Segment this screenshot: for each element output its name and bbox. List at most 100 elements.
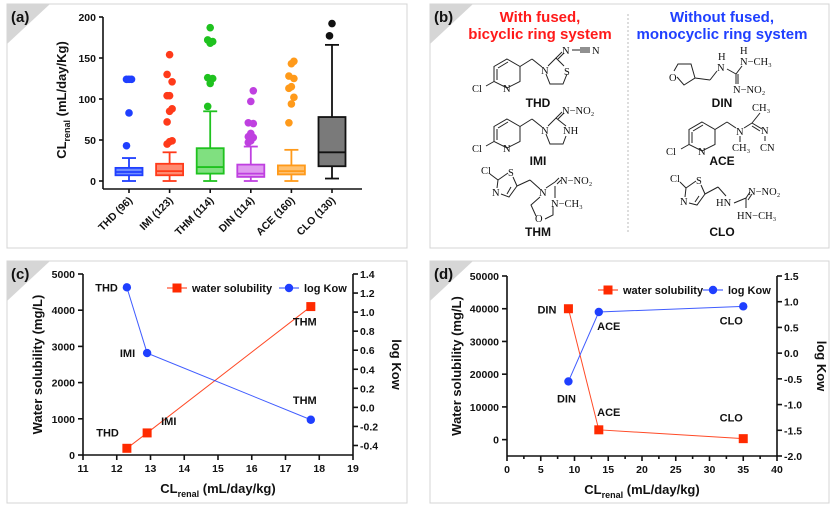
panel-b-frame xyxy=(429,3,830,249)
x-axis-label-main: CL xyxy=(584,482,601,497)
compound-name: THM xyxy=(525,225,551,239)
x-tick-label: 15 xyxy=(602,464,614,476)
outlier-point xyxy=(168,77,176,86)
atom: N xyxy=(503,84,511,95)
x-axis-label: CLrenal (mL/day/kg) xyxy=(584,482,699,500)
point-label: THM xyxy=(293,317,317,329)
x-tick-label: 25 xyxy=(670,464,682,476)
x-tick-label: 11 xyxy=(77,463,88,475)
atom: N xyxy=(492,188,500,199)
y2-axis-label: log Kow xyxy=(389,339,404,390)
x-tick-label: 20 xyxy=(636,464,648,476)
point-label: THD xyxy=(95,282,118,294)
x-tick-label: 0 xyxy=(504,464,510,476)
point-label: IMI xyxy=(161,416,176,428)
atom: N−NO₂ xyxy=(733,85,766,96)
panel-d-frame xyxy=(429,260,830,504)
panel-d-corner xyxy=(430,261,473,301)
y2-tick-label: 0.0 xyxy=(784,348,799,360)
atom: CH₃ xyxy=(732,143,751,154)
data-point-square xyxy=(306,302,316,312)
y2-tick-label: 1.2 xyxy=(360,288,375,300)
point-label: THD xyxy=(96,427,119,439)
x-tick-label: 40 xyxy=(771,464,783,476)
legend-label: water solubility xyxy=(622,285,704,297)
atom: N−NO₂ xyxy=(748,187,781,198)
panel-b-label: (b) xyxy=(434,9,453,26)
outlier-point xyxy=(168,137,176,145)
point-label: DIN xyxy=(537,305,556,317)
outlier-point xyxy=(203,102,212,111)
y-axis-label: Water solubility (mg/L) xyxy=(449,296,464,436)
outlier-point xyxy=(247,129,255,138)
data-point-square xyxy=(563,304,573,314)
x-axis-label-main: CL xyxy=(160,481,177,496)
panel-c-corner xyxy=(7,261,50,301)
y2-tick-label: -0.2 xyxy=(360,421,378,433)
y2-tick-label: 1.4 xyxy=(360,269,375,281)
iqr-box xyxy=(195,147,225,175)
atom: NH xyxy=(563,126,579,137)
atom: N−CH₃ xyxy=(551,199,583,210)
data-point-circle xyxy=(122,283,132,292)
outlier-point xyxy=(287,100,296,108)
atom: Cl xyxy=(472,84,482,95)
y2-tick-label: 1.5 xyxy=(784,271,799,283)
legend-label: log Kow xyxy=(304,283,347,295)
y-axis-label: Water solubility (mg/L) xyxy=(30,295,45,435)
y2-tick-label: 1.0 xyxy=(784,297,799,309)
x-tick-label: 12 xyxy=(111,463,123,475)
box-5 xyxy=(317,19,347,180)
data-point-circle xyxy=(739,302,748,311)
compound-name: IMI xyxy=(530,154,547,168)
atom: N xyxy=(761,126,769,137)
y2-tick-label: 0.0 xyxy=(360,402,375,414)
compound-name: THD xyxy=(526,96,551,110)
outlier-point xyxy=(290,57,298,66)
outlier-point xyxy=(168,105,176,113)
outlier-point xyxy=(249,87,258,95)
y-tick-label: 2000 xyxy=(52,378,76,390)
y2-tick-label: 0.5 xyxy=(784,322,799,334)
y2-axis-label: log Kow xyxy=(814,341,829,392)
structure-din: O H N H N−CH₃ N−NO₂ DIN xyxy=(669,46,772,110)
point-label: CLO xyxy=(720,315,744,327)
outlier-point xyxy=(285,118,293,127)
iqr-box xyxy=(155,162,185,177)
outlier-point xyxy=(165,91,174,100)
left-title-line2: bicyclic ring system xyxy=(468,26,611,43)
atom: S xyxy=(696,176,702,187)
atom: N xyxy=(541,126,549,137)
outlier-point xyxy=(163,70,171,79)
legend-marker-square xyxy=(172,283,182,293)
y-tick-label: 5000 xyxy=(52,269,76,281)
y2-tick-label: -1.5 xyxy=(784,425,802,437)
y2-tick-label: -2.0 xyxy=(784,451,802,463)
x-tick-label: 17 xyxy=(280,463,292,475)
y-axis-label: CLrenal (mL/day/Kg) xyxy=(54,41,72,159)
x-tick-label: 19 xyxy=(347,463,359,475)
x-tick-label: 35 xyxy=(737,464,749,476)
outlier-point xyxy=(125,75,133,84)
data-point-square xyxy=(594,425,604,435)
legend-label: water solubility xyxy=(191,283,273,295)
right-title-line1: Without fused, xyxy=(670,9,774,26)
atom: N xyxy=(717,63,725,74)
data-point-circle xyxy=(306,415,316,424)
atom: N−NO₂ xyxy=(562,106,595,117)
x-tick-label: 14 xyxy=(178,463,190,475)
atom: Cl xyxy=(472,144,482,155)
x-axis-label: CLrenal (mL/day/kg) xyxy=(160,481,275,499)
outlier-point xyxy=(203,73,212,82)
atom: N xyxy=(562,46,570,57)
x-tick-label: 10 xyxy=(569,464,581,476)
panel-c-label: (c) xyxy=(11,266,29,283)
point-label: ACE xyxy=(597,321,620,333)
atom: O xyxy=(669,73,677,84)
structure-clo: Cl S N HN N−NO₂ HN−CH₃ CLO xyxy=(670,174,781,239)
iqr-box xyxy=(317,116,347,168)
